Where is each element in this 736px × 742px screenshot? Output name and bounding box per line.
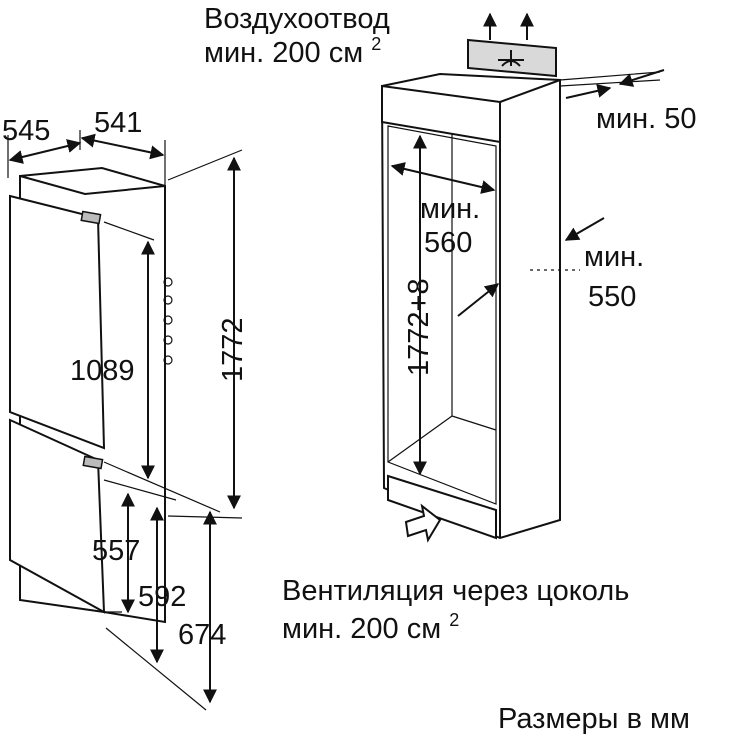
air-outlet-arrows bbox=[483, 12, 534, 40]
niche-width-label: 560 bbox=[424, 227, 472, 259]
dim-557-label: 557 bbox=[92, 535, 140, 567]
top-vent-note-line1: Воздухоотвод bbox=[204, 3, 390, 35]
plinth-vent-note-sup: 2 bbox=[449, 610, 459, 630]
niche-width-prefix: мин. bbox=[420, 193, 480, 225]
plinth-vent-note: Вентиляция через цоколь мин. 200 см 2 bbox=[282, 575, 629, 645]
dim-541-label: 541 bbox=[94, 107, 142, 139]
svg-text:мин. 200 см 2: мин. 200 см 2 bbox=[282, 610, 459, 645]
niche-opening bbox=[387, 125, 497, 505]
niche-depth-prefix: мин. bbox=[584, 241, 644, 273]
niche-depth-label: 550 bbox=[588, 281, 636, 313]
dim-545-label: 545 bbox=[2, 115, 50, 147]
appliance-upper-door bbox=[9, 194, 106, 450]
upper-handle bbox=[80, 210, 102, 225]
top-vent-note: Воздухоотвод мин. 200 см 2 bbox=[204, 3, 390, 69]
dim-1089-label: 1089 bbox=[70, 355, 135, 387]
top-gap-label: мин. 50 bbox=[596, 103, 697, 135]
svg-text:мин. 200 см 2: мин. 200 см 2 bbox=[204, 34, 381, 69]
plinth-vent-arrow bbox=[404, 503, 442, 543]
appliance-drawing: 545 541 1772 1089 557 592 674 bbox=[2, 107, 249, 711]
fan-icon bbox=[498, 50, 524, 67]
niche-height-label: 1772+8 bbox=[403, 278, 435, 376]
dim-674-label: 674 bbox=[178, 619, 226, 651]
plinth-vent-note-line2: мин. 200 см bbox=[282, 613, 441, 645]
units-note: Размеры в мм bbox=[498, 703, 690, 735]
dim-592-label: 592 bbox=[138, 581, 186, 613]
top-vent-note-sup: 2 bbox=[371, 34, 381, 54]
dim-1772-label: 1772 bbox=[217, 317, 249, 382]
hinge-set bbox=[163, 277, 173, 365]
top-vent-note-line2: мин. 200 см bbox=[204, 37, 363, 69]
niche-plinth bbox=[387, 474, 497, 540]
plinth-vent-note-line1: Вентиляция через цоколь bbox=[282, 575, 629, 607]
niche-drawing: мин. 560 1772+8 мин. 550 мин. 50 bbox=[380, 12, 697, 543]
lower-handle bbox=[82, 455, 104, 470]
